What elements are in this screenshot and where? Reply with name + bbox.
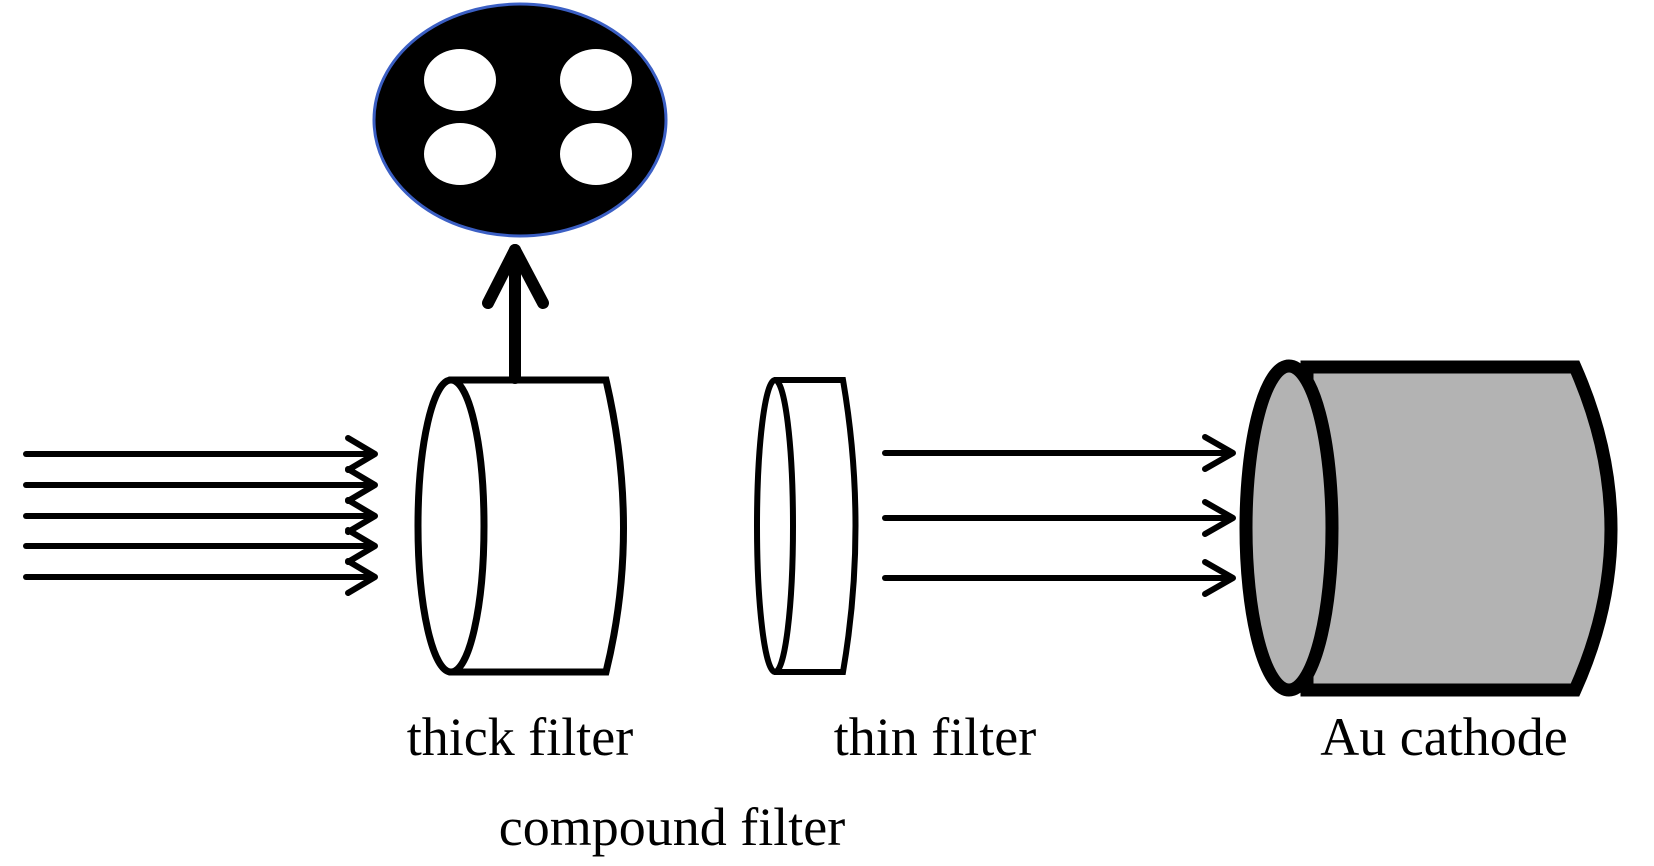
disc-hole xyxy=(424,49,496,111)
thick-filter-label: thick filter xyxy=(407,707,633,767)
reflected-beam-arrow xyxy=(482,244,549,384)
incident-arrow xyxy=(23,435,378,473)
transmitted-arrow xyxy=(882,559,1236,597)
incident-beam-arrows xyxy=(23,435,378,596)
disc-hole xyxy=(560,123,632,185)
thin-filter-disc xyxy=(754,377,859,675)
incident-arrow xyxy=(23,497,378,535)
disc-hole xyxy=(560,49,632,111)
au-cathode-cylinder xyxy=(1239,359,1618,697)
thin-filter-label: thin filter xyxy=(834,707,1036,767)
thick-filter-cylinder xyxy=(414,376,627,676)
transmitted-arrow xyxy=(882,434,1236,472)
incident-arrow xyxy=(23,558,378,596)
four-hole-disc-icon xyxy=(372,2,668,238)
incident-arrow xyxy=(23,466,378,504)
incident-arrow xyxy=(23,527,378,565)
compound-filter-label: compound filter xyxy=(499,797,845,857)
transmitted-beam-arrows xyxy=(882,434,1236,597)
au-cathode-label: Au cathode xyxy=(1320,707,1567,767)
disc-hole xyxy=(424,123,496,185)
transmitted-arrow xyxy=(882,499,1236,537)
